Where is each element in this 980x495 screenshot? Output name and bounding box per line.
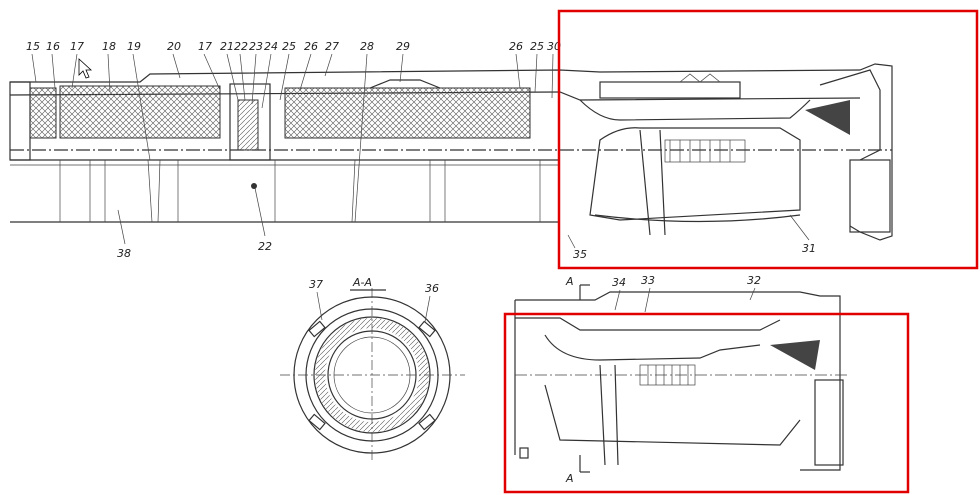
part-label-18: 18 (102, 40, 116, 53)
part-label-35: 35 (573, 248, 587, 261)
highlight-box-lower (503, 312, 910, 494)
part-label-20: 20 (167, 40, 181, 53)
part-label-32: 32 (747, 274, 761, 287)
part-label-25b: 25 (530, 40, 544, 53)
part-label-36: 36 (425, 282, 439, 295)
part-label-21: 21 (220, 40, 234, 53)
part-label-22b: 22 (258, 240, 272, 253)
part-label-38: 38 (117, 247, 131, 260)
highlight-box-upper (557, 9, 979, 270)
part-label-17: 17 (70, 40, 84, 53)
mouse-pointer-icon (78, 58, 93, 79)
part-label-29: 29 (396, 40, 410, 53)
lower-detail-view (514, 284, 850, 473)
cross-section-a-a (280, 288, 465, 462)
part-label-34: 34 (612, 276, 626, 289)
part-label-23: 23 (249, 40, 263, 53)
part-label-31: 31 (802, 242, 816, 255)
section-labels: A-A 37 36 (309, 276, 439, 295)
part-label-26: 26 (304, 40, 318, 53)
part-label-27: 27 (325, 40, 339, 53)
cut-label-top: A (565, 275, 574, 288)
part-label-19: 19 (127, 40, 141, 53)
bottom-part-labels: 38 22 35 31 (117, 240, 816, 261)
part-label-37: 37 (309, 278, 323, 291)
part-label-17b: 17 (198, 40, 212, 53)
part-label-28: 28 (360, 40, 374, 53)
part-label-24: 24 (264, 40, 278, 53)
part-label-22: 22 (234, 40, 248, 53)
part-label-26b: 26 (509, 40, 523, 53)
main-tube-view (9, 63, 893, 241)
part-label-33: 33 (641, 274, 655, 287)
cut-label-bottom: A (565, 472, 574, 485)
part-label-25: 25 (282, 40, 296, 53)
section-title: A-A (352, 276, 372, 289)
part-label-16: 16 (46, 40, 60, 53)
leader-lines (31, 53, 810, 323)
part-label-15: 15 (26, 40, 40, 53)
part-label-30: 30 (547, 40, 561, 53)
top-part-labels: 15 16 17 18 19 20 17 21 22 23 24 25 26 2… (26, 40, 561, 53)
lower-view-labels: A A 34 33 32 (565, 274, 761, 485)
